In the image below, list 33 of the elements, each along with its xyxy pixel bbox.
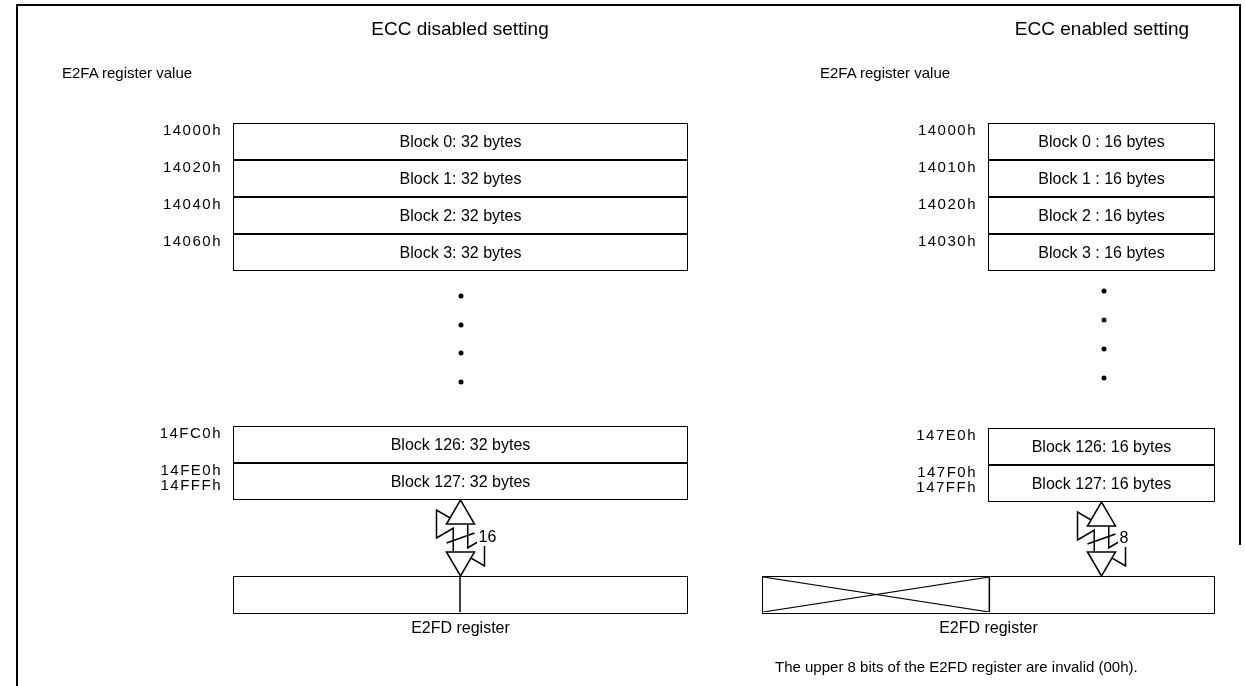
register-label: E2FD register [410,619,511,637]
memory-block: Block 1: 32 bytes [233,160,688,197]
address-label: 147FFh [916,479,977,494]
bus-width-label: 16 [476,528,499,546]
memory-block: Block 0 : 16 bytes [988,123,1215,160]
memory-block: Block 2 : 16 bytes [988,197,1215,234]
address-label: 14060h [162,233,222,248]
address-label: 14000h [162,122,222,137]
address-label: 14030h [917,233,977,248]
memory-block: Block 3 : 16 bytes [988,234,1215,271]
address-label: 147F0h [917,464,977,479]
address-label: 14010h [917,159,977,174]
address-label: 14FE0h [160,462,222,477]
address-label: 147E0h [916,427,977,442]
section-heading: ECC disabled setting [371,18,549,40]
memory-block: Block 3: 32 bytes [233,234,688,271]
memory-block: Block 2: 32 bytes [233,197,688,234]
address-label: 14020h [162,159,222,174]
register-label: E2FD register [938,619,1039,637]
address-label: 14FFFh [160,477,222,492]
footnote: The upper 8 bits of the E2FD register are invalid (00h). [775,658,1138,675]
address-label: 14000h [917,122,977,137]
column-heading: E2FA register value [820,64,951,81]
address-label: 14040h [162,196,222,211]
bus-width-label: 8 [1117,529,1131,547]
memory-block: Block 126: 32 bytes [233,426,688,463]
memory-block: Block 1 : 16 bytes [988,160,1215,197]
address-label: 14020h [917,196,977,211]
memory-block: Block 126: 16 bytes [988,428,1215,465]
address-label: 14FC0h [159,425,222,440]
column-heading: E2FA register value [62,64,193,81]
memory-block: Block 0: 32 bytes [233,123,688,160]
section-heading: ECC enabled setting [1014,18,1190,40]
